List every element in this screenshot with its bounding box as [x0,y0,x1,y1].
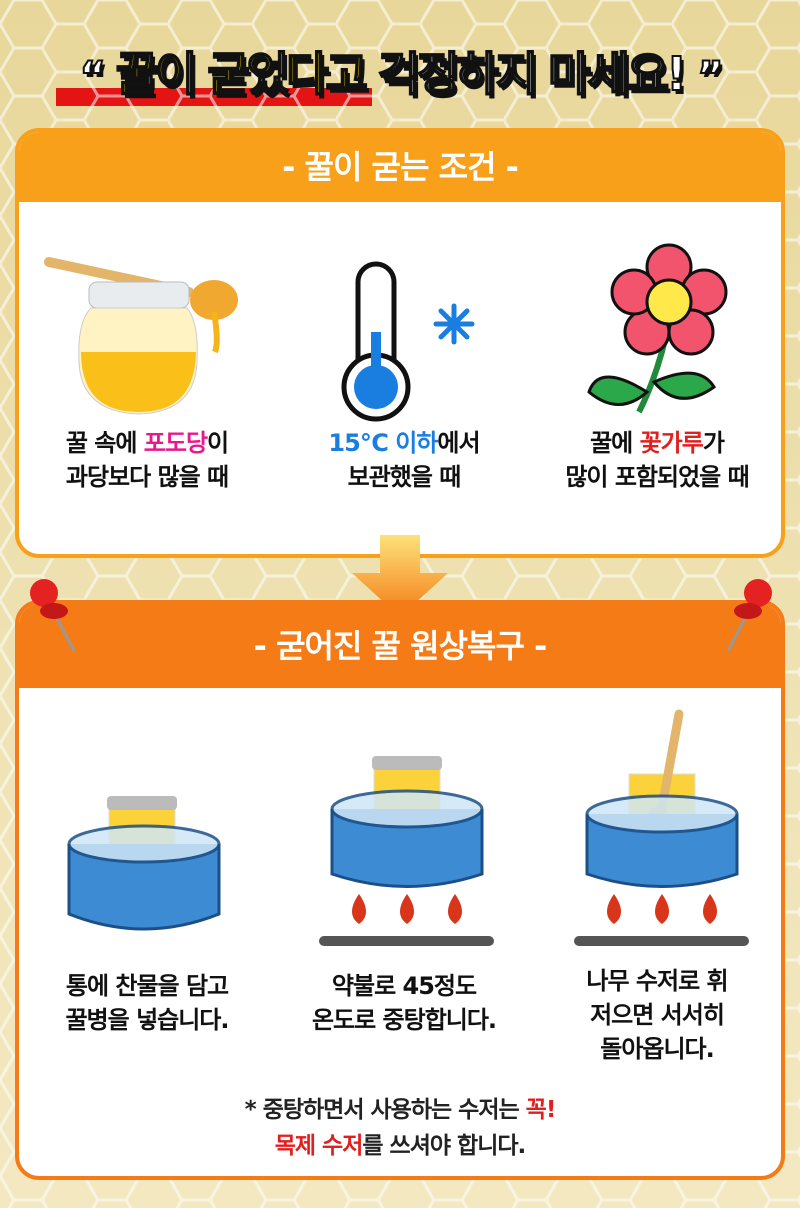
conditions-section: - 꿀이 굳는 조건 - 꿀 속에 포도당이 과당보다 많을 때 15℃ 이하에… [15,128,785,558]
step-line: 꿀병을 넣습니다. [65,1006,229,1034]
wooden-spoon-note: * 중탕하면서 사용하는 수저는 꼭! 목제 수저를 쓰셔야 합니다. [19,1092,781,1164]
close-quote: ” [696,53,724,101]
caption-text: 에서 [437,429,480,457]
step-line: 나무 수저로 휘 [586,967,728,995]
push-pin-icon [30,579,76,652]
pot-stir-spoon-icon [574,709,749,946]
condition-pollen: 꿀에 꽃가루가 많이 포함되었을 때 [529,222,781,494]
recovery-heading: - 굳어진 꿀 원상복구 - [19,604,781,688]
note-text: * 중탕하면서 사용하는 수저는 [244,1097,526,1123]
condition-caption: 꿀에 꽃가루가 많이 포함되었을 때 [529,426,781,494]
thermometer-snowflake-icon [341,261,475,422]
step-line: 약불로 45정도 [331,972,477,1000]
page-title: “ 꿀이 굳었다고 걱정하지 마세요! ” [0,38,800,104]
push-pin-icon [726,579,772,652]
open-quote: “ [79,53,107,101]
caption-emphasis: 포도당 [143,429,208,457]
note-text: 를 쓰셔야 합니다. [362,1133,526,1159]
pot-cold-water-icon [67,796,221,931]
caption-line2: 많이 포함되었을 때 [565,463,749,491]
step-line: 온도로 중탕합니다. [311,1006,497,1034]
recovery-illustrations [67,709,749,946]
caption-text: 이 [207,429,229,457]
conditions-heading: - 꿀이 굳는 조건 - [19,132,781,202]
caption-text: 꿀 속에 [65,429,144,457]
flower-icon [587,243,728,414]
caption-line2: 보관했을 때 [347,463,462,491]
condition-caption: 15℃ 이하에서 보관했을 때 [276,426,532,494]
note-emphasis: 꼭! [525,1097,557,1123]
caption-line2: 과당보다 많을 때 [65,463,229,491]
caption-text: 꿀에 [590,429,640,457]
condition-caption: 꿀 속에 포도당이 과당보다 많을 때 [19,426,275,494]
caption-emphasis: 꽃가루 [639,429,704,457]
pot-on-fire-icon [319,756,494,946]
caption-text: 가 [702,429,725,457]
step-line: 돌아옵니다. [600,1035,715,1063]
honey-jar-icon [44,257,238,415]
title-rest: 걱정하지 마세요! [377,46,688,102]
condition-glucose: 꿀 속에 포도당이 과당보다 많을 때 [19,222,275,494]
caption-emphasis: 15℃ 이하 [328,429,438,457]
title-highlight: 꿀이 굳었다고 [115,46,369,102]
note-emphasis: 목제 수저 [274,1133,364,1159]
step-line: 통에 찬물을 담고 [65,972,229,1000]
down-arrow-icon [352,535,448,617]
step-line: 저으면 서서히 [590,1001,725,1029]
condition-temperature: 15℃ 이하에서 보관했을 때 [276,222,532,494]
